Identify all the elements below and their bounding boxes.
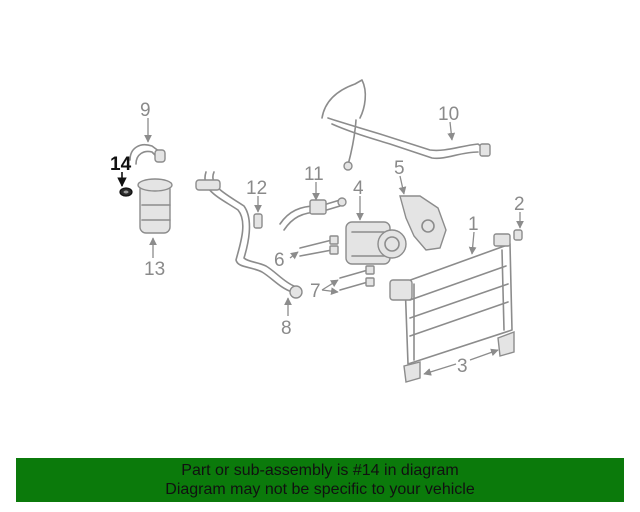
callout-12: 12 (246, 178, 267, 199)
brackets-3 (403, 330, 515, 383)
callout-5: 5 (394, 158, 405, 179)
callout-2: 2 (514, 194, 525, 215)
callout-7: 7 (310, 281, 321, 302)
fitting-11 (279, 197, 347, 231)
banner-line-1: Part or sub-assembly is #14 in diagram (181, 462, 459, 479)
leader-lines (117, 118, 524, 376)
valve-12 (253, 213, 263, 229)
info-banner: Part or sub-assembly is #14 in diagram D… (16, 458, 624, 502)
banner-line-2: Diagram may not be specific to your vehi… (165, 481, 475, 498)
parts-diagram: 9 13 12 11 4 5 10 1 2 3 6 7 8 14 (110, 79, 525, 383)
callout-8: 8 (281, 318, 292, 339)
callout-11: 11 (304, 164, 324, 185)
callout-1: 1 (468, 214, 479, 235)
bolt-2 (513, 229, 523, 241)
bolts-7 (339, 265, 375, 291)
bracket-5 (399, 195, 447, 251)
callout-10: 10 (438, 104, 459, 125)
hose-9 (129, 144, 166, 165)
callout-13: 13 (144, 259, 165, 280)
accumulator-13 (137, 178, 173, 234)
callout-labels: 9 13 12 11 4 5 10 1 2 3 6 7 8 14 (110, 100, 525, 377)
callout-14: 14 (110, 154, 132, 175)
hose-8 (195, 171, 303, 299)
o-ring-14 (119, 187, 133, 197)
bolts-6 (299, 235, 339, 257)
callout-9: 9 (140, 100, 151, 121)
compressor-4 (345, 221, 407, 265)
callout-6: 6 (274, 250, 285, 271)
callout-4: 4 (353, 178, 364, 199)
callout-3: 3 (457, 356, 468, 377)
hose-assembly-10 (321, 79, 491, 171)
condenser-1 (389, 233, 513, 365)
